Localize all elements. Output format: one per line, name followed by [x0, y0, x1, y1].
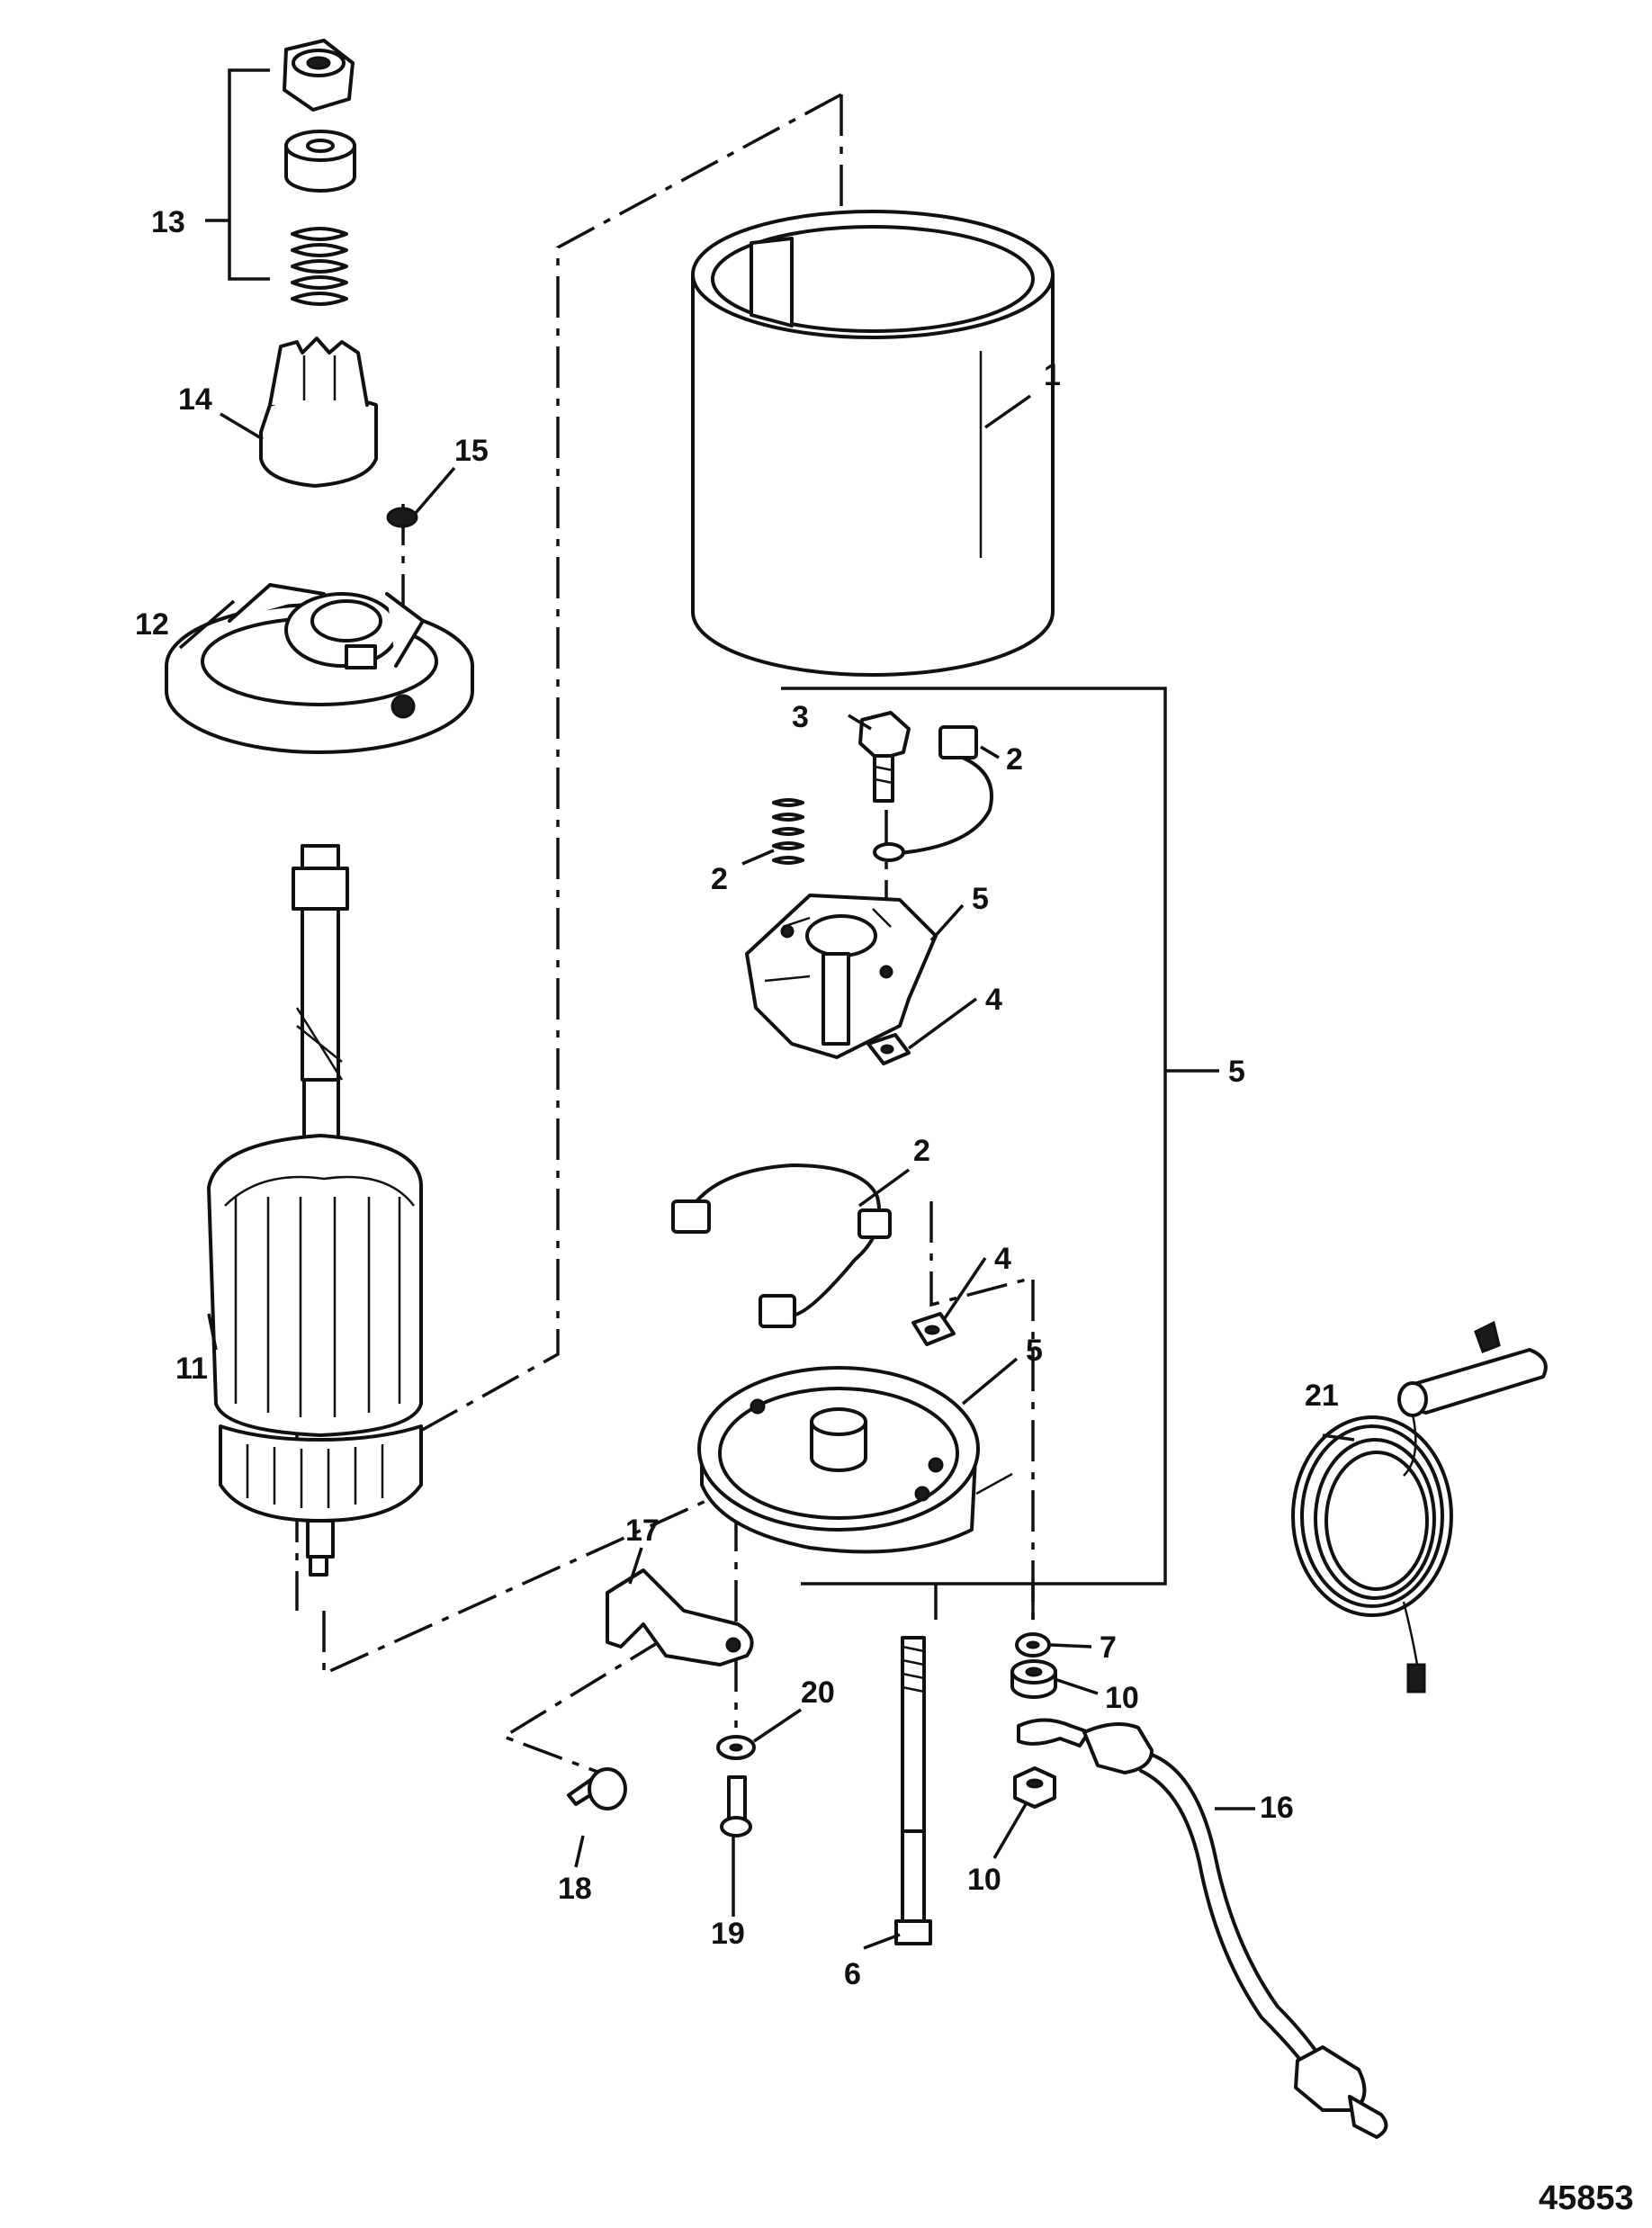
lock-washer	[716, 1735, 756, 1760]
through-bolt	[894, 1636, 932, 1945]
callout-11: 11	[175, 1352, 208, 1386]
callout-6: 6	[844, 1957, 861, 1991]
callout-5-assembly: 5	[1228, 1055, 1245, 1089]
bracket-bolt	[567, 1767, 627, 1810]
mounting-bracket	[606, 1568, 754, 1667]
leader-lines	[178, 219, 1355, 1950]
callout-16: 16	[1260, 1791, 1294, 1825]
callout-2-upper: 2	[1006, 742, 1023, 777]
armature	[207, 844, 424, 1577]
callout-13: 13	[151, 205, 185, 239]
callout-18: 18	[558, 1872, 592, 1906]
callout-10-upper: 10	[1105, 1681, 1139, 1715]
callout-labels: 1 2 2 2 3 4 4 5 5 5 6 7 10 10 11 12 13 1…	[135, 205, 1339, 1991]
callout-15: 15	[454, 434, 489, 468]
wire-harness-coil	[1291, 1320, 1548, 1693]
end-frame-screw	[386, 507, 418, 528]
callout-3: 3	[792, 700, 809, 734]
terminal-washer-10-upper	[1010, 1659, 1057, 1699]
figure-number: 45853	[1539, 2179, 1634, 2217]
callout-14: 14	[178, 382, 212, 417]
battery-cable	[1017, 1718, 1388, 2139]
callout-4-upper: 4	[985, 983, 1002, 1017]
callout-4-lower: 4	[994, 1242, 1011, 1276]
pinion-stop-kit	[283, 39, 356, 306]
commutator-end-frame	[697, 1366, 1013, 1554]
brush-holder	[745, 894, 938, 1059]
spring	[291, 227, 348, 306]
drive-end-frame	[165, 583, 474, 754]
washer	[284, 130, 356, 193]
brush-spring	[772, 798, 804, 865]
callout-17: 17	[625, 1514, 660, 1548]
field-frame-housing	[691, 210, 1055, 677]
terminal-nut-7	[1015, 1632, 1051, 1658]
callout-2-spring: 2	[711, 862, 728, 896]
hex-nut	[283, 39, 355, 112]
callout-5-brush-holder: 5	[972, 882, 989, 916]
callout-21: 21	[1305, 1379, 1339, 1413]
drive-pinion	[259, 337, 378, 488]
callout-1: 1	[1044, 358, 1061, 392]
brush-with-lead-top	[873, 725, 993, 862]
callout-7: 7	[1100, 1631, 1117, 1665]
callout-10-lower: 10	[967, 1863, 1001, 1897]
square-nut-upper	[866, 1033, 911, 1065]
callout-20: 20	[801, 1675, 835, 1710]
bracket-screw	[720, 1775, 752, 1837]
callout-19: 19	[711, 1917, 745, 1951]
bracket-lines	[228, 68, 1167, 1586]
terminal-nut-10-lower	[1013, 1766, 1056, 1809]
brush-with-lead-middle	[671, 1163, 892, 1328]
callout-5-end-frame: 5	[1026, 1334, 1043, 1368]
square-nut-lower	[911, 1312, 956, 1346]
callout-12: 12	[135, 607, 169, 642]
callout-2-middle: 2	[913, 1134, 930, 1168]
brush-holder-bolt	[858, 711, 911, 803]
